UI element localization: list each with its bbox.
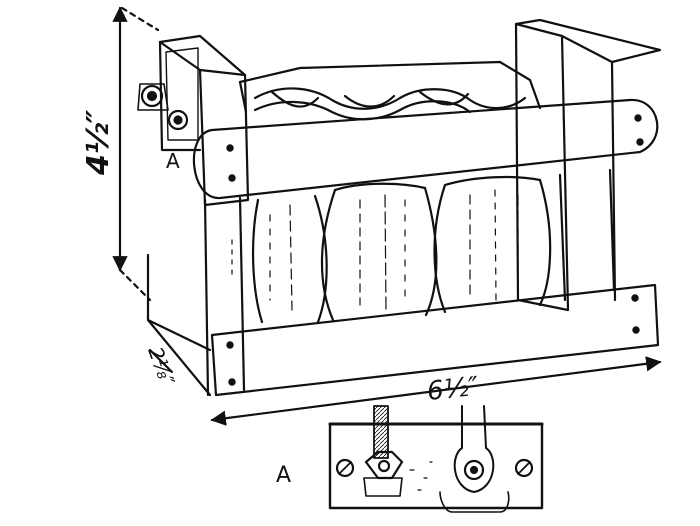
width-dimension-line bbox=[210, 356, 662, 426]
height-dimension-label: 4½″ bbox=[81, 109, 116, 176]
coil-middle bbox=[320, 182, 438, 322]
coil-right bbox=[433, 175, 552, 314]
detail-view-label: A bbox=[276, 463, 291, 488]
coil-left bbox=[251, 194, 328, 324]
terminal-callout-label: A bbox=[166, 149, 180, 173]
terminal-post-left bbox=[137, 83, 169, 111]
depth-dimension-line bbox=[148, 348, 174, 374]
terminal-detail-view bbox=[328, 405, 544, 513]
height-dimension-line bbox=[112, 6, 160, 302]
base-frame bbox=[146, 253, 212, 397]
top-strap bbox=[192, 98, 659, 200]
front-board bbox=[203, 168, 616, 397]
back-right-upright bbox=[514, 18, 662, 312]
width-dimension-label: 6½″ bbox=[426, 372, 481, 407]
terminal-post-right bbox=[167, 109, 189, 131]
